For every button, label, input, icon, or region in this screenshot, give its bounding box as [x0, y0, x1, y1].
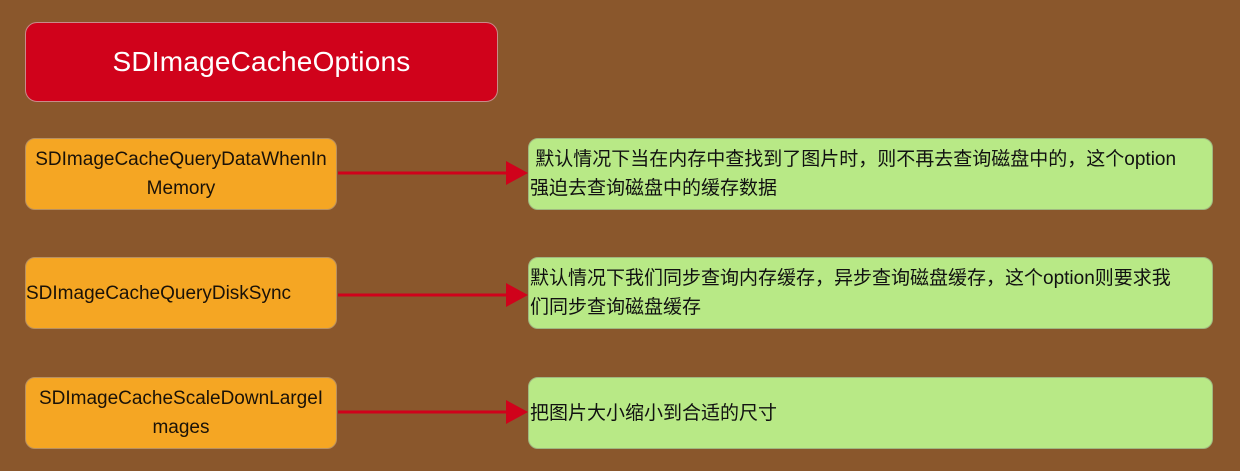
arrow-right-icon [338, 400, 528, 424]
option-node-query-data-when-in-memory: SDImageCacheQueryDataWhenIn Memory [25, 138, 337, 210]
option-label-line: mages [152, 417, 210, 438]
description-line: 强迫去查询磁盘中的缓存数据 [530, 178, 778, 199]
description-node-query-data-when-in-memory: 默认情况下当在内存中查找到了图片时，则不再去查询磁盘中的，这个option 强迫… [528, 138, 1213, 210]
description-line: 把图片大小缩小到合适的尺寸 [530, 402, 778, 424]
description-node-query-disk-sync: 默认情况下我们同步查询内存缓存，异步查询磁盘缓存，这个option则要求我 们同… [528, 257, 1213, 329]
description-line: 们同步查询磁盘缓存 [530, 297, 702, 318]
description-line: 默认情况下我们同步查询内存缓存，异步查询磁盘缓存，这个option则要求我 [530, 268, 1171, 289]
option-node-query-disk-sync: SDImageCacheQueryDiskSync [25, 257, 337, 329]
arrow-connector [338, 400, 528, 424]
option-label-line: SDImageCacheScaleDownLargeI [38, 388, 324, 409]
title-label: SDImageCacheOptions [112, 46, 411, 77]
title-node: SDImageCacheOptions [25, 22, 498, 102]
option-label-line: SDImageCacheQueryDataWhenIn [35, 149, 327, 170]
arrow-right-icon [338, 283, 528, 307]
description-node-scale-down-large-images: 把图片大小缩小到合适的尺寸 [528, 377, 1213, 449]
option-node-scale-down-large-images: SDImageCacheScaleDownLargeI mages [25, 377, 337, 449]
arrow-connector [338, 161, 528, 185]
option-label-line: Memory [146, 178, 216, 199]
option-label-line: SDImageCacheQueryDiskSync [26, 282, 292, 304]
description-line: 默认情况下当在内存中查找到了图片时，则不再去查询磁盘中的，这个option [530, 149, 1177, 170]
arrow-connector [338, 283, 528, 307]
arrow-right-icon [338, 161, 528, 185]
